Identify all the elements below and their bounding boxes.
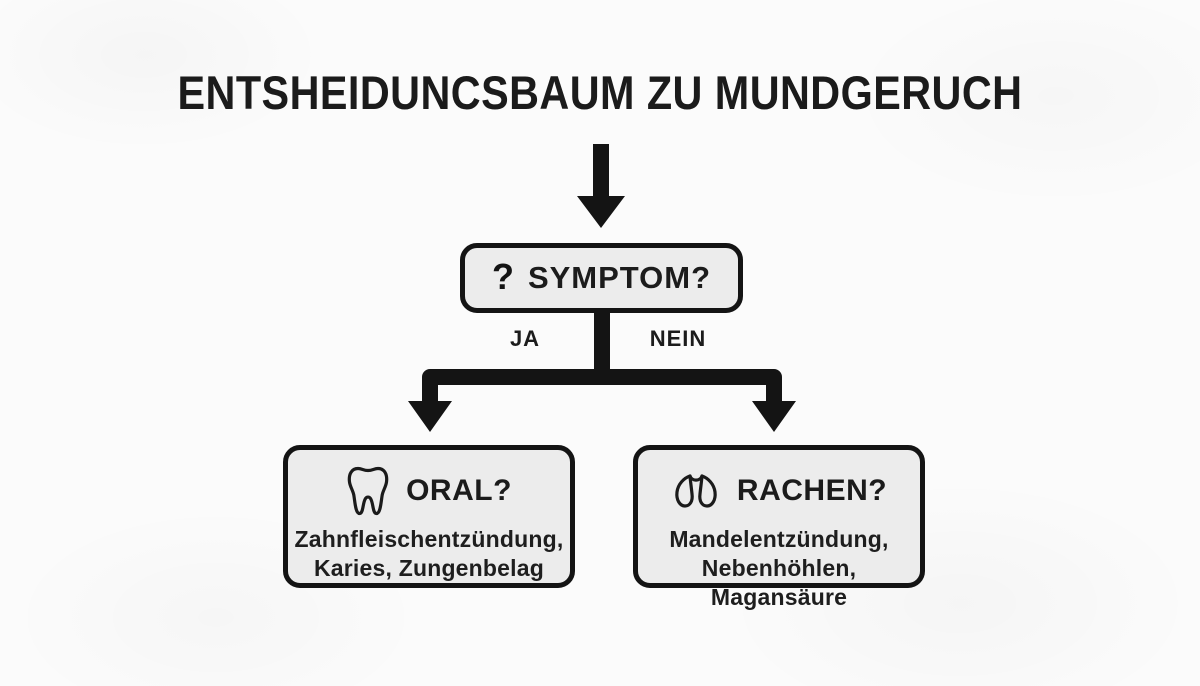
leaf-node-rachen-header: RACHEN? <box>638 463 920 519</box>
tooth-icon <box>347 466 389 516</box>
leaf-node-rachen-line2: Nebenhöhlen, Magansäure <box>701 555 857 610</box>
leaf-node-oral-line2: Karies, Zungenbelag <box>313 555 544 581</box>
throat-icon <box>675 474 717 508</box>
branch-label-nein: NEIN <box>649 326 707 351</box>
question-mark-icon: ? <box>491 256 514 297</box>
leaf-node-oral: ORAL? Zahnfleischentzündung, Karies, Zun… <box>283 445 575 588</box>
leaf-node-rachen-title: RACHEN? <box>736 474 888 507</box>
leaf-node-rachen: RACHEN? Mandelentzündung, Nebenhöhlen, M… <box>633 445 925 610</box>
leaf-node-oral-line1: Zahnfleischentzündung, <box>294 526 564 552</box>
root-node-label: SYMPTOM? <box>527 260 712 295</box>
arrow-down-icon <box>577 144 625 228</box>
leaf-node-oral-title: ORAL? <box>406 474 512 507</box>
page-title: ENTSHEIDUNCSBAUM ZU MUNDGERUCH <box>177 66 1023 119</box>
branch-label-ja: JA <box>509 326 541 351</box>
leaf-node-rachen-line1: Mandelentzündung, <box>669 526 889 552</box>
root-node-symptom: ? SYMPTOM? <box>460 243 743 313</box>
leaf-node-rachen-description: Mandelentzündung, Nebenhöhlen, Magansäur… <box>638 525 920 612</box>
leaf-node-oral-description: Zahnfleischentzündung, Karies, Zungenbel… <box>288 525 570 583</box>
leaf-node-oral-header: ORAL? <box>288 463 570 519</box>
branch-connector-arrows <box>408 311 796 432</box>
